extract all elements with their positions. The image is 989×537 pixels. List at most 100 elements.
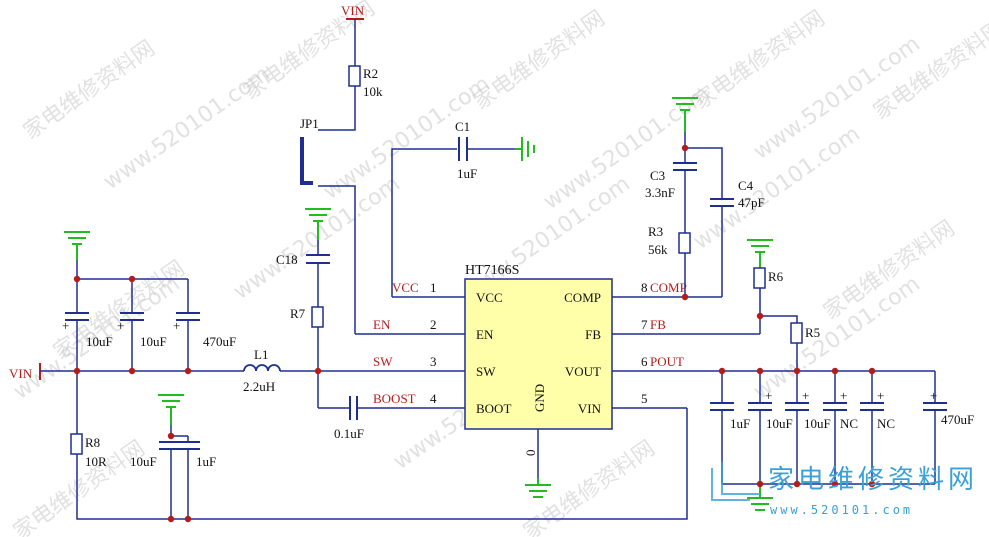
c1-value: 1uF <box>457 166 477 181</box>
watermark-text: www.520101.com <box>229 171 405 304</box>
ground-symbol <box>515 137 535 161</box>
watermark-text-cn: 家电维修资料网 <box>689 6 830 115</box>
capacitor-input-3 <box>176 279 200 371</box>
c18-ref: C18 <box>276 252 298 267</box>
input-cap-2-value: 10uF <box>140 334 167 349</box>
pin-name-sw: SW <box>476 364 496 379</box>
pin-num-3: 3 <box>430 354 437 369</box>
logo-url: www.520101.com <box>770 503 913 517</box>
vin-cap-1-value: 10uF <box>130 454 157 469</box>
r2-wire <box>318 86 356 131</box>
resistor-r7 <box>311 306 324 328</box>
c4-value: 47pF <box>738 195 765 210</box>
r2-value: 10k <box>363 84 383 99</box>
ground-symbol <box>158 394 184 425</box>
vin-return-wire <box>76 408 688 520</box>
polarity-mark: + <box>930 388 937 403</box>
boot-cap-value: 0.1uF <box>334 426 364 441</box>
polarity-mark: + <box>173 318 180 333</box>
vin-left-label: VIN <box>9 366 33 381</box>
net-label-fb: FB <box>650 317 666 332</box>
vin-top-label: VIN <box>341 3 365 18</box>
c4-ref: C4 <box>738 178 754 193</box>
pin-num-2: 2 <box>430 317 437 332</box>
ground-symbol <box>747 239 773 268</box>
logo-mark-icon <box>711 462 760 501</box>
polarity-mark: + <box>62 318 69 333</box>
r3-value: 56k <box>648 242 668 257</box>
c3-value: 3.3nF <box>645 185 675 200</box>
input-cap-1-value: 10uF <box>86 334 113 349</box>
pin-num-4: 4 <box>430 391 437 406</box>
net-label-boost: BOOST <box>373 391 416 406</box>
ic-body <box>464 278 613 430</box>
c3-ref: C3 <box>650 168 665 183</box>
output-cap-2-value: 10uF <box>766 416 793 431</box>
pin-name-fb: FB <box>585 327 601 342</box>
polarity-mark: + <box>802 388 809 403</box>
output-cap-4-value: NC <box>840 416 858 431</box>
ic-pin-wires <box>318 296 760 478</box>
pin-num-6: 6 <box>641 354 648 369</box>
watermark-text-cn: 家电维修资料网 <box>19 36 160 145</box>
polarity-mark: + <box>765 388 772 403</box>
resistor-r2 <box>348 65 361 87</box>
r6-ref: R6 <box>768 269 784 284</box>
pin-name-comp: COMP <box>564 290 601 305</box>
pin-num-5: 5 <box>641 391 648 406</box>
watermark-text: www.520101.com <box>319 71 495 204</box>
r2-ref: R2 <box>363 66 378 81</box>
resistor-r6 <box>753 267 766 289</box>
net-label-comp: COMP <box>650 280 687 295</box>
logo-title: 家电维修资料网 <box>768 465 978 495</box>
resistor-r3 <box>678 232 691 254</box>
output-cap-5-value: NC <box>877 416 895 431</box>
pin-num-1: 1 <box>430 280 437 295</box>
junction-dots <box>73 144 876 523</box>
pin-name-boot: BOOT <box>476 401 511 416</box>
r8-ref: R8 <box>85 435 100 450</box>
polarity-mark: + <box>840 388 847 403</box>
pin-num-7: 7 <box>641 317 648 332</box>
jumper-jp1 <box>300 137 313 185</box>
output-cap-1-value: 1uF <box>730 416 750 431</box>
pin-name-gnd: GND <box>532 384 547 412</box>
output-cap-3-value: 10uF <box>804 416 831 431</box>
output-cap-6-value: 470uF <box>941 412 974 427</box>
r8-value: 10R <box>85 454 107 469</box>
watermark-text-cn: 家电维修资料网 <box>519 436 660 537</box>
pin-name-vcc: VCC <box>476 290 503 305</box>
pin-num-gnd: 0 <box>523 450 538 457</box>
site-logo: 家电维修资料网 www.520101.com <box>711 462 978 517</box>
pin-name-en: EN <box>476 327 494 342</box>
ic-name: HT7166S <box>465 263 519 278</box>
jp1-ref: JP1 <box>300 116 319 131</box>
ground-symbol <box>305 208 331 240</box>
l1-ref: L1 <box>254 347 268 362</box>
vin-top-symbol <box>346 18 364 66</box>
vin-cap-2-value: 1uF <box>196 454 216 469</box>
polarity-mark: + <box>117 318 124 333</box>
net-label-pout: POUT <box>650 354 684 369</box>
c1-ref: C1 <box>455 119 470 134</box>
watermark-text-cn: 家电维修资料网 <box>49 256 190 365</box>
watermark-text-cn: 家电维修资料网 <box>469 6 610 115</box>
r3-ref: R3 <box>648 224 663 239</box>
ground-symbol <box>64 231 90 260</box>
net-label-en: EN <box>373 317 391 332</box>
l1-value: 2.2uH <box>243 379 275 394</box>
polarity-mark: + <box>877 388 884 403</box>
net-label-vcc: VCC <box>392 280 419 295</box>
net-label-sw: SW <box>373 354 393 369</box>
input-cap-3-value: 470uF <box>203 334 236 349</box>
jp1-en-wire <box>318 185 356 334</box>
capacitor-input-1 <box>65 279 89 371</box>
pin-name-vin: VIN <box>578 401 602 416</box>
r5-ref: R5 <box>805 325 820 340</box>
pin-num-8: 8 <box>641 280 648 295</box>
inductor-l1 <box>243 364 281 372</box>
capacitor-input-2 <box>120 279 144 371</box>
ground-symbol <box>672 97 698 132</box>
resistor-r8 <box>70 433 83 455</box>
